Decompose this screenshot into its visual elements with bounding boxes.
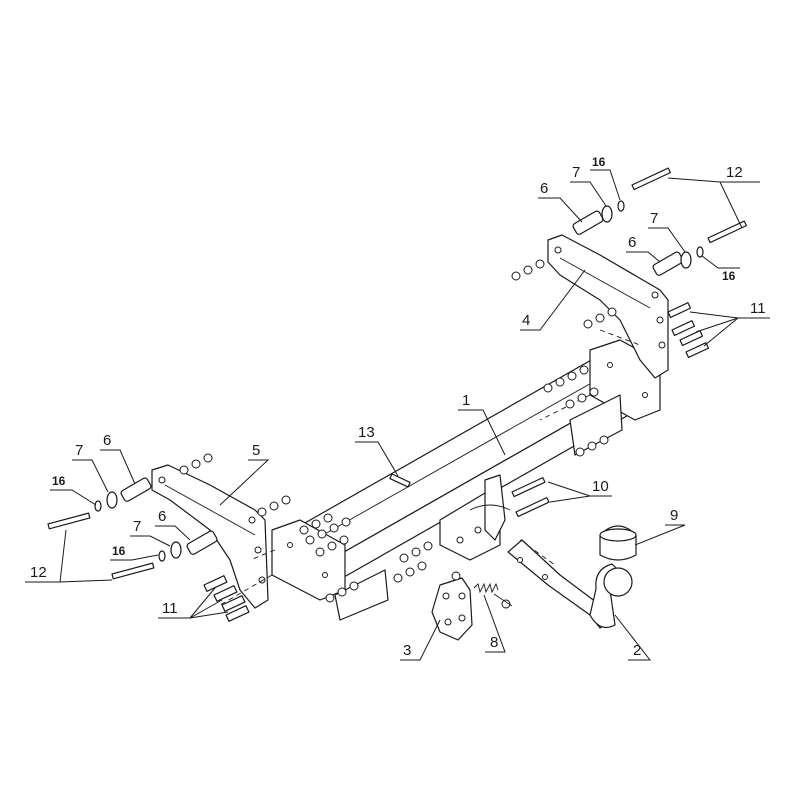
label-7b: 7 xyxy=(650,210,658,227)
tow-ball-cap xyxy=(599,525,637,561)
label-12a: 12 xyxy=(726,164,743,181)
label-7d: 7 xyxy=(133,518,141,535)
label-6d: 6 xyxy=(158,508,166,525)
bolt-13 xyxy=(389,473,411,488)
label-16a: 16 xyxy=(592,155,606,169)
label-16b: 16 xyxy=(722,269,736,283)
label-6c: 6 xyxy=(103,432,111,449)
bolts-11-right xyxy=(667,302,710,359)
label-7c: 7 xyxy=(75,442,83,459)
label-16d: 16 xyxy=(112,544,126,558)
label-4: 4 xyxy=(522,312,530,329)
tow-ball-neck xyxy=(507,539,633,629)
right-nuts xyxy=(511,259,617,457)
bolts-10 xyxy=(511,477,550,518)
label-5: 5 xyxy=(252,442,260,459)
label-1: 1 xyxy=(462,392,470,409)
leader-lines xyxy=(25,169,770,661)
label-2: 2 xyxy=(633,642,641,659)
left-fasteners xyxy=(47,477,218,580)
label-6b: 6 xyxy=(628,234,636,251)
left-nuts xyxy=(179,453,433,603)
part-labels: 1 2 3 4 5 6 6 6 6 7 7 7 7 8 9 10 11 11 1… xyxy=(30,155,766,659)
label-16c: 16 xyxy=(52,474,66,488)
label-8: 8 xyxy=(490,634,498,651)
right-side-bracket xyxy=(547,234,669,379)
spring-bolt xyxy=(473,582,513,609)
label-7a: 7 xyxy=(572,164,580,181)
label-3: 3 xyxy=(403,642,411,659)
label-13: 13 xyxy=(358,424,375,441)
label-11a: 11 xyxy=(750,300,766,317)
bolts-11-left xyxy=(203,575,250,622)
right-upper-fasteners xyxy=(572,167,747,276)
label-11b: 11 xyxy=(162,600,178,617)
socket-plate xyxy=(431,571,473,641)
label-12b: 12 xyxy=(30,564,47,581)
label-10: 10 xyxy=(592,478,609,495)
label-6a: 6 xyxy=(540,180,548,197)
label-9: 9 xyxy=(670,507,678,524)
